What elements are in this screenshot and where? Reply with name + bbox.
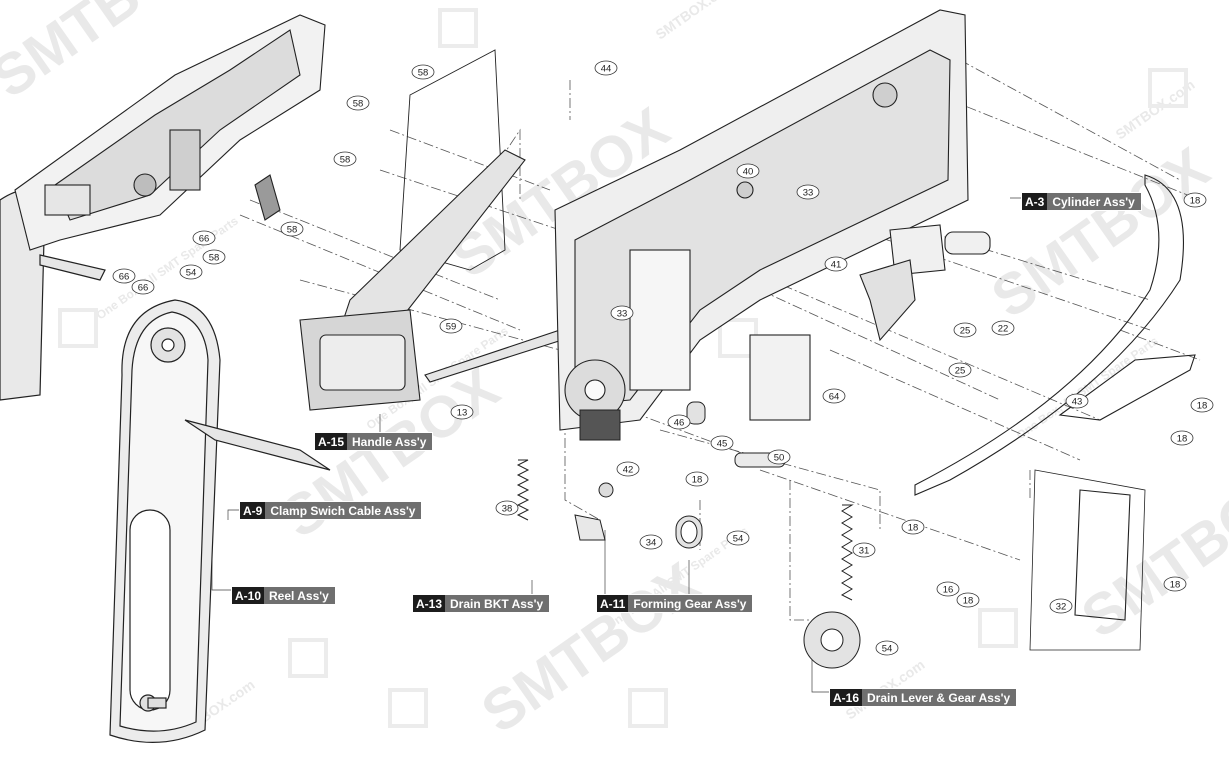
assembly-label-a11: A-11 Forming Gear Ass'y [597,595,753,612]
part-number: 16 [943,585,954,596]
assembly-name: Reel Ass'y [264,587,335,604]
part-number: 31 [859,546,870,557]
assembly-code: A-13 [413,595,446,612]
watermark-brand: SMTBOX [1070,455,1229,651]
part-number: 58 [209,253,220,264]
part-number: 13 [457,408,468,419]
part-number: 18 [1197,401,1208,412]
assembly-name: Drain Lever & Gear Ass'y [862,689,1017,706]
reel-assembly-drawing [0,189,331,743]
part-number: 34 [646,538,657,549]
part-number: 58 [418,68,429,79]
watermark-domain: SMTBOX.com [653,0,738,42]
part-number: 59 [446,322,457,333]
part-number: 18 [1170,580,1181,591]
part-number: 50 [774,453,785,464]
assembly-code: A-3 [1022,193,1048,210]
part-number: 18 [692,475,703,486]
part-number: 66 [119,272,130,283]
part-number: 25 [955,366,966,377]
assembly-label-a9: A-9 Clamp Swich Cable Ass'y [240,502,422,519]
part-number: 18 [1190,196,1201,207]
feeder-body-drawing [14,14,326,251]
assembly-code: A-11 [597,595,629,612]
part-number: 58 [287,225,298,236]
part-number: 44 [601,64,612,75]
part-number: 18 [963,596,974,607]
part-number: 42 [623,465,634,476]
assembly-name: Drain BKT Ass'y [445,595,550,612]
assembly-code: A-10 [232,587,265,604]
assembly-name: Handle Ass'y [347,433,433,450]
part-number: 40 [743,167,754,178]
cylinder-parts-drawing [859,174,1196,651]
watermark-brand: SMTBOX [980,135,1221,331]
part-number: 45 [717,439,728,450]
part-number: 58 [353,99,364,110]
part-number: 25 [960,326,971,337]
part-number: 58 [340,155,351,166]
part-callouts: 58 58 58 58 58 44 40 33 33 66 66 66 54 5… [112,60,1214,656]
handle-plate-drawing [254,49,563,411]
part-number: 43 [1072,397,1083,408]
assembly-code: A-9 [240,502,266,519]
assembly-name: Forming Gear Ass'y [628,595,753,612]
main-frame-drawing [554,9,969,431]
part-number: 18 [908,523,919,534]
part-number: 54 [186,268,197,279]
assembly-name: Cylinder Ass'y [1047,193,1141,210]
part-number: 64 [829,392,840,403]
assembly-label-a3: A-3 Cylinder Ass'y [1022,193,1141,210]
part-number: 33 [617,309,628,320]
small-parts-drawing [516,401,861,669]
part-number: 54 [733,534,744,545]
part-number: 22 [998,324,1009,335]
part-number: 66 [138,283,149,294]
part-number: 46 [674,418,685,429]
part-number: 41 [831,260,842,271]
assembly-code: A-15 [315,433,348,450]
assembly-label-a10: A-10 Reel Ass'y [232,587,335,604]
part-number: 66 [199,234,210,245]
assembly-name: Clamp Swich Cable Ass'y [265,502,422,519]
part-number: 38 [502,504,513,515]
part-number: 54 [882,644,893,655]
assembly-label-a13: A-13 Drain BKT Ass'y [413,595,550,612]
part-number: 33 [803,188,814,199]
assembly-label-a15: A-15 Handle Ass'y [315,433,433,450]
part-number: 32 [1056,602,1067,613]
part-number: 18 [1177,434,1188,445]
assembly-code: A-16 [830,689,863,706]
assembly-label-a16: A-16 Drain Lever & Gear Ass'y [830,689,1017,706]
